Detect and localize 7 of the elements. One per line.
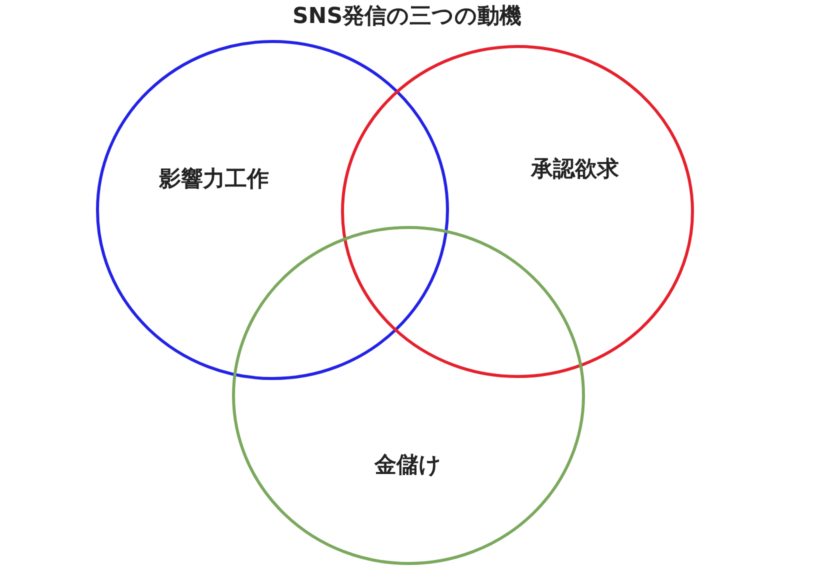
venn-circle	[96, 40, 449, 380]
venn-circle	[232, 226, 585, 565]
circle-label: 金儲け	[374, 452, 442, 480]
venn-circle	[341, 45, 694, 378]
diagram-title: SNS発信の三つの動機	[291, 3, 523, 31]
circle-label: 影響力工作	[159, 166, 269, 194]
circle-label: 承認欲求	[531, 156, 619, 184]
